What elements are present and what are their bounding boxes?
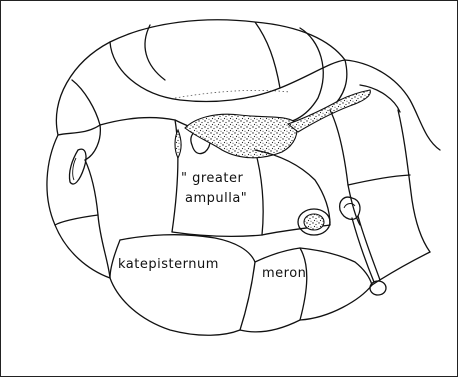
pleural-suture-right	[330, 110, 360, 225]
haltere-base	[340, 197, 360, 219]
stippled-membrane-left	[175, 130, 181, 158]
greater-ampulla-label-line2: ampulla"	[185, 192, 247, 205]
left-lobe-divider	[58, 125, 100, 135]
left-lobe-lower	[85, 160, 110, 278]
haltere-knob	[370, 281, 386, 295]
mesepimeron-border	[255, 150, 330, 225]
stippled-membrane-main	[185, 114, 297, 158]
meron-label: meron	[262, 267, 306, 280]
anterior-spiracle	[69, 149, 86, 184]
haltere-stem	[352, 218, 374, 282]
coxa-lobe	[300, 248, 372, 285]
dorsal-seam	[255, 22, 280, 88]
thorax-outline	[47, 20, 440, 335]
metathoracic-seam	[348, 175, 410, 185]
katepisternum-label: katepisternum	[118, 258, 219, 271]
posterior-spiracle-inner	[304, 214, 324, 230]
left-lateral-sclerite	[55, 215, 98, 225]
dotted-line	[175, 90, 290, 98]
left-lobe-upper	[72, 80, 100, 160]
meron-plate	[255, 248, 307, 320]
postnotum-plate	[268, 28, 323, 125]
anterior-spiracle-inner	[73, 158, 76, 180]
greater-ampulla-label-line1: " greater	[181, 172, 243, 185]
stippled-membrane-strip	[288, 90, 370, 132]
anepisternum-border	[100, 118, 178, 232]
scutellum-plate	[145, 25, 165, 80]
